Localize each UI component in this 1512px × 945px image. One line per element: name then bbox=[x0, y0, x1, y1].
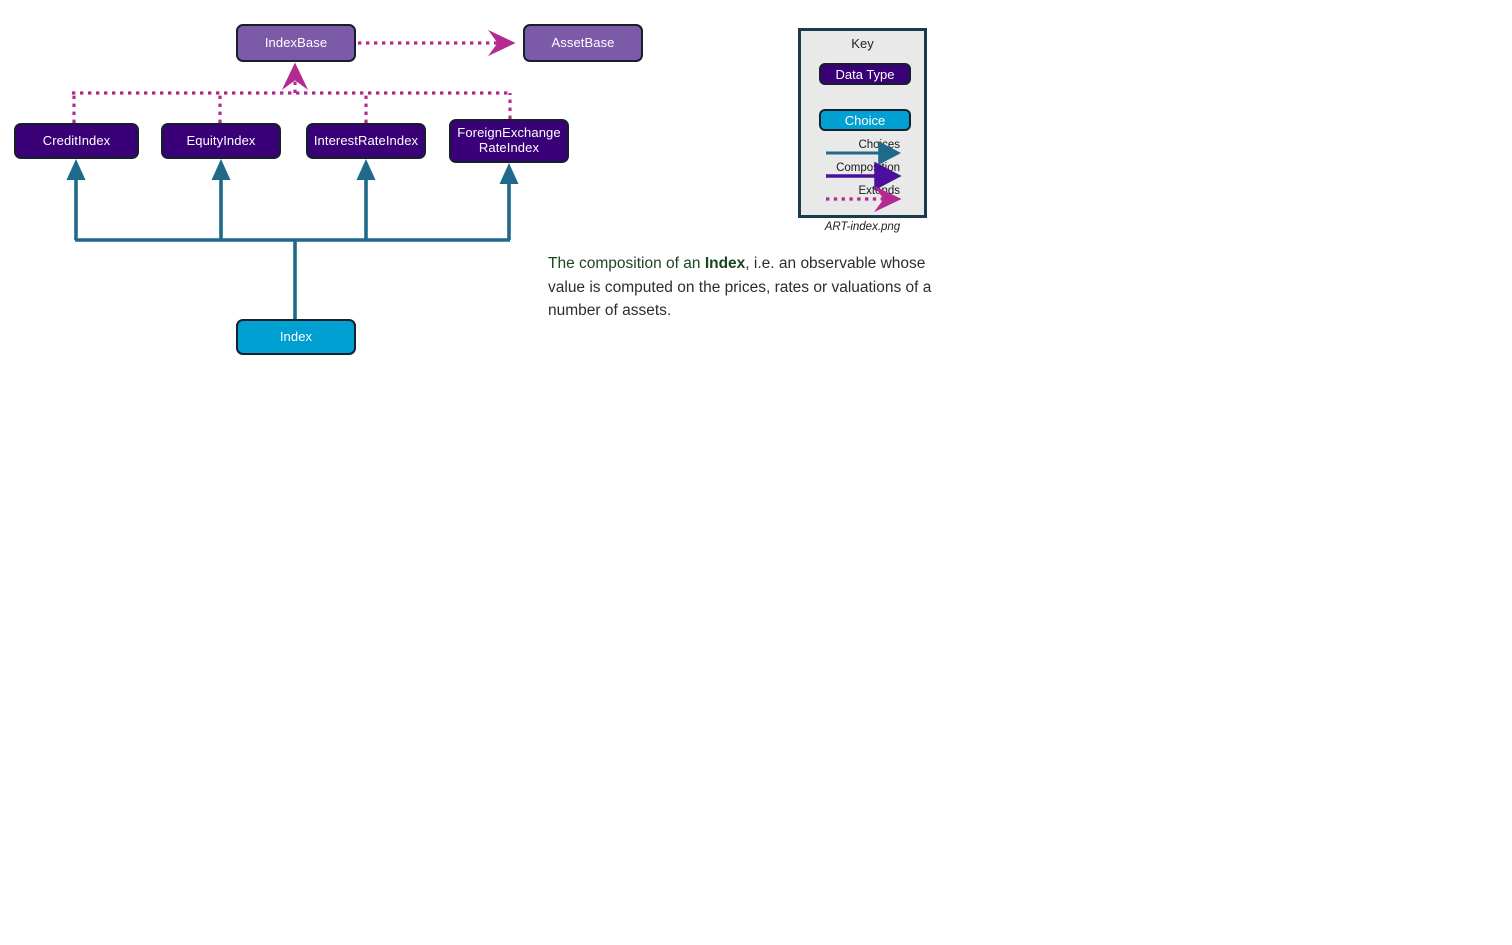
node-interest-rate-index[interactable]: InterestRateIndex bbox=[306, 123, 426, 159]
node-credit-index[interactable]: CreditIndex bbox=[14, 123, 139, 159]
node-foreign-exchange-rate-index[interactable]: ForeignExchange RateIndex bbox=[449, 119, 569, 163]
key-panel: Key Data Type Choice Choices Composition… bbox=[798, 28, 927, 218]
node-index-label: Index bbox=[279, 328, 313, 344]
key-caption: ART-index.png bbox=[824, 221, 901, 233]
edge-indexes-extends-indexbase bbox=[72, 91, 512, 123]
description-emphasis: Index bbox=[704, 255, 746, 272]
key-legend-arrows bbox=[826, 141, 902, 213]
key-title: Key bbox=[851, 36, 874, 51]
node-index[interactable]: Index bbox=[236, 319, 356, 355]
description-text: The composition of an Index, i.e. an obs… bbox=[548, 252, 938, 323]
node-asset-base[interactable]: AssetBase bbox=[523, 24, 643, 62]
key-chip-data-type: Data Type bbox=[819, 63, 911, 85]
edge-choices-arrowheads bbox=[66, 159, 519, 184]
node-equity-index-label: EquityIndex bbox=[186, 132, 256, 148]
node-index-base-label: IndexBase bbox=[264, 34, 328, 50]
key-chip-choice: Choice bbox=[819, 109, 911, 131]
description-prefix: The composition of an bbox=[548, 255, 705, 272]
node-foreign-exchange-rate-index-label-line2: RateIndex bbox=[478, 140, 540, 155]
key-chip-data-type-label: Data Type bbox=[835, 66, 895, 82]
key-chip-choice-label: Choice bbox=[844, 112, 886, 128]
node-credit-index-label: CreditIndex bbox=[42, 132, 111, 148]
node-equity-index[interactable]: EquityIndex bbox=[161, 123, 281, 159]
node-foreign-exchange-rate-index-label-line1: ForeignExchange bbox=[457, 125, 561, 141]
node-interest-rate-index-label: InterestRateIndex bbox=[313, 132, 419, 148]
node-index-base[interactable]: IndexBase bbox=[236, 24, 356, 62]
edge-index-choices-bus bbox=[74, 178, 511, 319]
description-rest: , i.e. an observable whose value is comp… bbox=[548, 255, 932, 320]
node-asset-base-label: AssetBase bbox=[551, 34, 615, 50]
